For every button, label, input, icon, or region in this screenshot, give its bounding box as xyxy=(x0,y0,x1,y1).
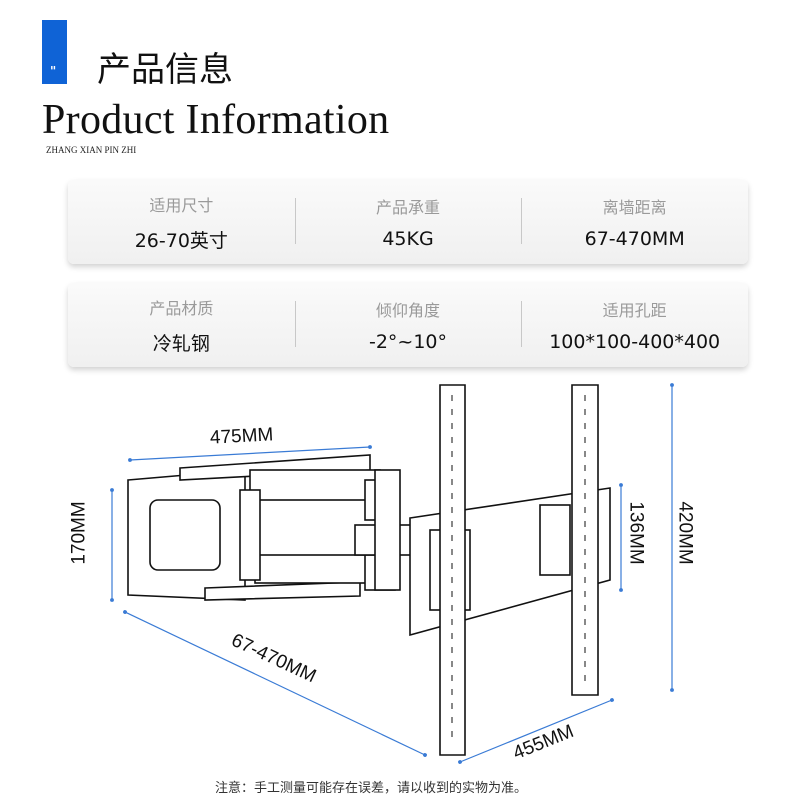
spec-value: 67-470MM xyxy=(584,228,685,250)
dim-wall-plate-height: 170MM xyxy=(68,501,90,565)
spec-value: -2°~10° xyxy=(368,331,448,353)
dimension-lines xyxy=(110,383,674,764)
spec-label: 产品材质 xyxy=(149,298,214,318)
measurement-note: 注意：手工测量可能存在误差，请以收到的实物为准。 xyxy=(215,781,528,796)
spec-card-1: 适用尺寸 26-70英寸 产品承重 45KG 离墙距离 67-470MM xyxy=(68,180,748,264)
page-subtitle: ZHANG XIAN PIN ZHI xyxy=(46,145,137,155)
dim-arm-length: 475MM xyxy=(209,424,274,449)
spec-label: 产品承重 xyxy=(376,198,441,217)
dim-tv-plate-height: 136MM xyxy=(625,501,647,565)
spec-value: 26-70英寸 xyxy=(134,229,228,252)
spec-value: 45KG xyxy=(382,228,434,250)
spec-tilt: 倾仰角度 -2°~10° xyxy=(294,297,522,353)
spec-material: 产品材质冷轧钢 xyxy=(68,295,295,356)
spec-size: 适用尺寸 26-70英寸 xyxy=(68,192,295,253)
page-title-cn: 产品信息 xyxy=(97,50,233,90)
spec-value: 冷轧钢 xyxy=(152,332,210,355)
spec-label: 倾仰角度 xyxy=(376,301,441,320)
page-title-en: Product Information xyxy=(42,97,390,143)
swing-arms xyxy=(239,469,416,591)
tv-plate xyxy=(409,384,611,756)
spec-card-2: 产品材质冷轧钢 倾仰角度 -2°~10° 适用孔距 100*100-400*400 xyxy=(68,283,748,367)
spec-load: 产品承重 45KG xyxy=(294,194,522,250)
rail-holes xyxy=(451,395,586,745)
spec-label: 适用孔距 xyxy=(602,301,667,320)
spec-value: 100*100-400*400 xyxy=(549,331,721,353)
dim-rail-height: 420MM xyxy=(674,501,696,565)
spec-wall-distance: 离墙距离 67-470MM xyxy=(521,194,748,250)
accent-block: " xyxy=(42,20,67,84)
spec-label: 离墙距离 xyxy=(602,198,667,217)
spec-label: 适用尺寸 xyxy=(149,195,214,215)
spec-vesa: 适用孔距 100*100-400*400 xyxy=(521,297,748,353)
quote-mark: " xyxy=(50,64,57,78)
wall-plate xyxy=(127,454,371,601)
